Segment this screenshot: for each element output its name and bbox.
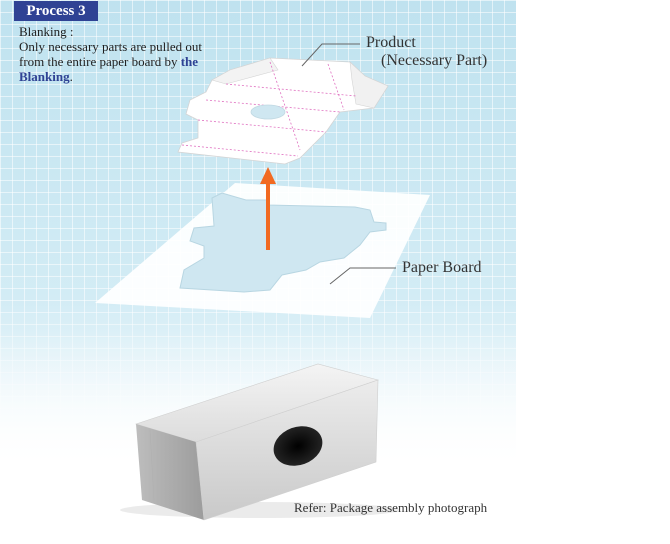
product-leader-line	[301, 43, 360, 67]
description: Blanking : Only necessary parts are pull…	[19, 24, 219, 84]
paper-board-label: Paper Board	[402, 259, 482, 276]
product-blank	[177, 57, 389, 165]
paper-board	[95, 183, 430, 318]
leader-lines	[301, 43, 396, 285]
necessary-part-label: (Necessary Part)	[381, 52, 488, 69]
assembled-box-photo	[120, 363, 400, 521]
description-body: Only necessary parts are pulled out from…	[19, 39, 219, 84]
process-badge: Process 3	[14, 1, 98, 21]
refer-caption: Refer: Package assembly photograph	[294, 500, 488, 515]
blanking-highlight: the Blanking	[19, 54, 199, 84]
description-text: Only necessary parts are pulled out from…	[19, 39, 203, 69]
description-end: .	[69, 69, 73, 84]
description-title: Blanking :	[19, 24, 74, 39]
up-arrow-icon	[260, 167, 276, 250]
product-label: Product	[366, 34, 416, 51]
board-leader-line	[329, 267, 396, 285]
